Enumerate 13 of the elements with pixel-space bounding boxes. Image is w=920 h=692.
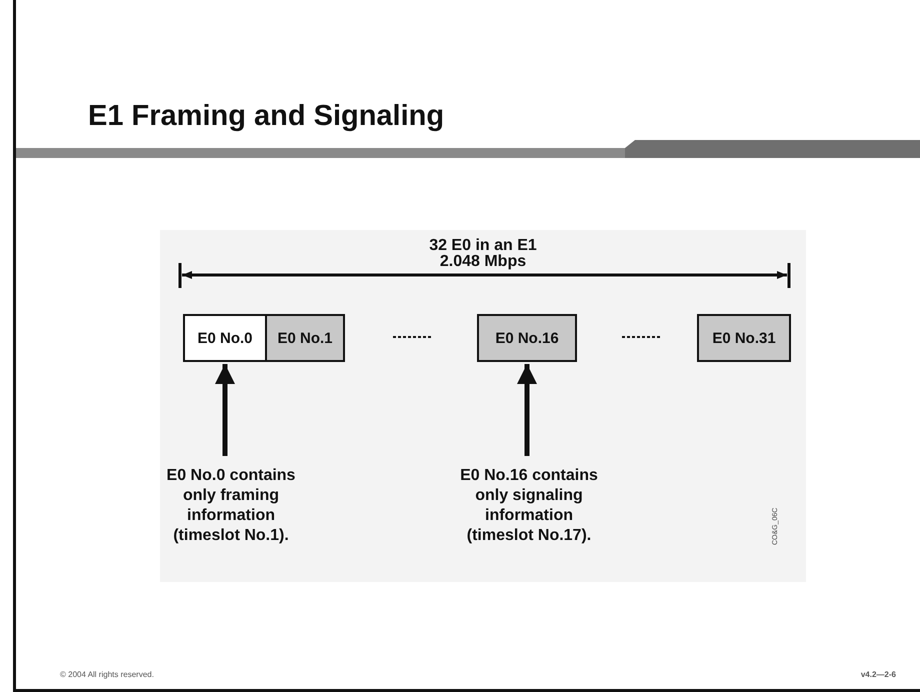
- dimension-label: 2.048 Mbps: [438, 253, 528, 270]
- arrow: [517, 364, 537, 456]
- timeslot-box: E0 No.16: [477, 314, 577, 362]
- annotation-text: E0 No.16 contains only signaling information (timeslot No.17).: [451, 466, 607, 546]
- arrow: [215, 364, 235, 456]
- slide-number: v4.2—2-6: [860, 670, 896, 679]
- copyright-notice: © 2004 All rights reserved.: [60, 670, 154, 679]
- timeslot-box: E0 No.0: [183, 314, 267, 362]
- dimension-label: 32 E0 in an E1: [428, 237, 538, 254]
- timeslot-box: E0 No.1: [265, 314, 345, 362]
- annotation-text: E0 No.0 contains only framing information (timeslot No.1).: [153, 466, 309, 546]
- slide-title: E1 Framing and Signaling: [88, 100, 444, 133]
- timeslot-box: E0 No.31: [697, 314, 791, 362]
